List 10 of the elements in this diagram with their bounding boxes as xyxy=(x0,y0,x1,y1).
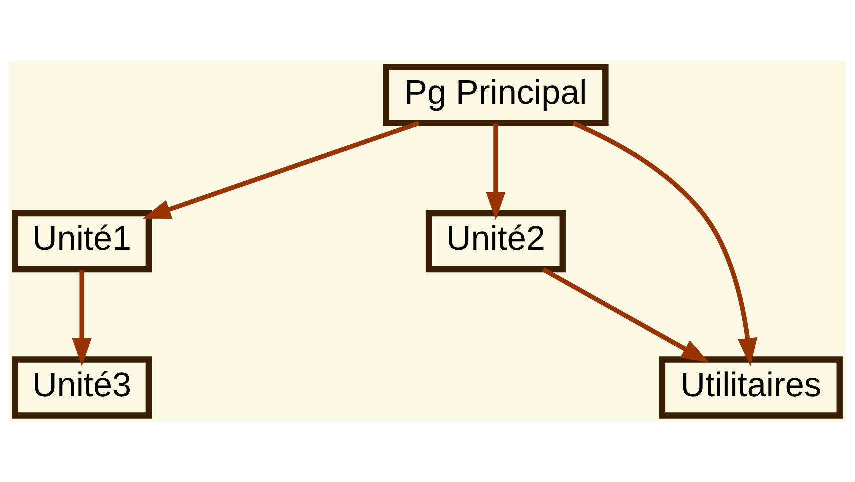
node-box: Utilitaires xyxy=(659,356,843,418)
node-box: Unité2 xyxy=(426,210,566,272)
arrow xyxy=(72,269,92,366)
arrow xyxy=(542,267,710,362)
node-box: Pg Principal xyxy=(383,64,609,126)
node-box: Unité3 xyxy=(12,356,152,418)
arrow xyxy=(572,120,758,366)
arrow xyxy=(142,120,420,218)
arrow xyxy=(486,123,506,220)
node-box: Unité1 xyxy=(12,210,152,272)
